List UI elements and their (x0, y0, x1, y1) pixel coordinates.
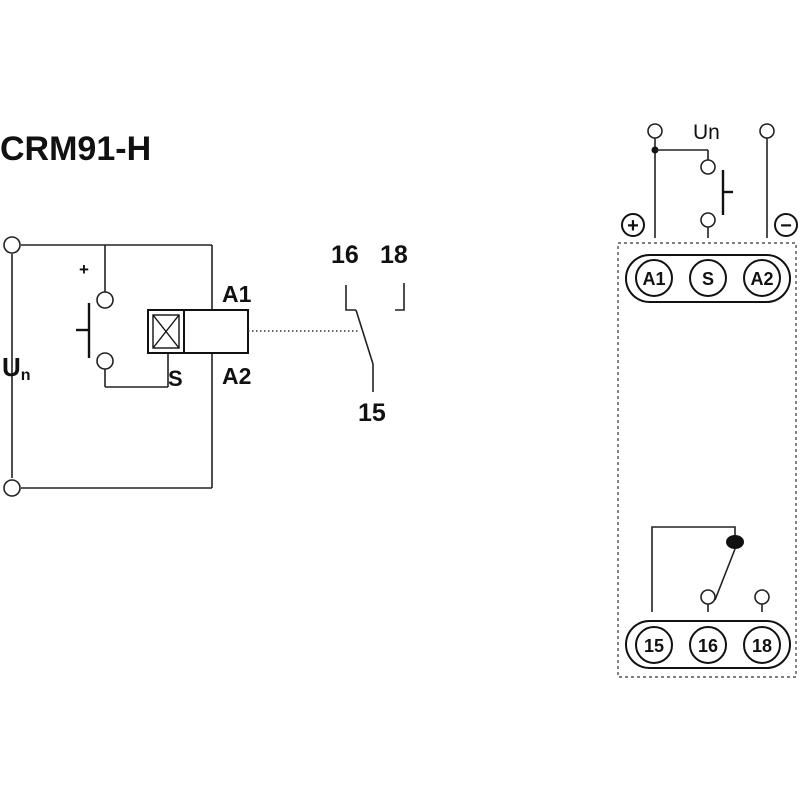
bottom-terminal-block: 15 16 18 (625, 620, 791, 669)
terminal-label-a1: A1 (222, 281, 252, 307)
terminal-label-16: 16 (698, 636, 718, 656)
terminal-s (689, 259, 727, 297)
contact-label-15: 15 (358, 399, 386, 427)
supply-circuit: Un (2, 236, 213, 497)
terminal-a2 (743, 259, 781, 297)
supply-label: Un (2, 352, 31, 384)
terminal-label-s: S (168, 366, 183, 391)
top-terminal-block: A1 S A2 (625, 254, 791, 303)
terminal-16 (689, 626, 727, 664)
terminal-a1 (635, 259, 673, 297)
terminal-label-a2: A2 (750, 269, 773, 289)
control-switch: + S (76, 245, 183, 391)
supply-terminal-bottom (3, 479, 21, 497)
switch-terminal-bottom (96, 352, 114, 370)
terminal-15 (635, 626, 673, 664)
plus-sign: + (79, 260, 89, 279)
schematic: Un + S A1 A2 (2, 236, 408, 497)
device-outline (617, 242, 797, 678)
polarity-plus: + (621, 213, 645, 237)
output-contact: 16 18 15 (331, 241, 408, 427)
internal-contact (651, 526, 770, 612)
supply-wiring: Un (647, 121, 775, 238)
contact-label-16: 16 (331, 241, 359, 269)
terminal-label-15: 15 (644, 636, 664, 656)
product-title: CRM91-H (0, 130, 151, 168)
terminal-label-s: S (702, 269, 714, 289)
switch-terminal-top (96, 291, 114, 309)
minus-sign: − (780, 215, 792, 237)
terminal-label-a1: A1 (642, 269, 665, 289)
supply-label-un: Un (693, 121, 720, 144)
contact-label-18: 18 (380, 241, 408, 269)
polarity-minus: − (774, 213, 798, 237)
relay-coil: A1 A2 (147, 281, 252, 389)
plus-sign: + (627, 215, 639, 237)
terminal-label-a2: A2 (222, 363, 251, 389)
terminal-diagram: Un + − A1 S A2 (617, 121, 798, 678)
contact-pivot (726, 535, 744, 549)
supply-terminal-top (3, 236, 21, 254)
terminal-label-18: 18 (752, 636, 772, 656)
terminal-18 (743, 626, 781, 664)
